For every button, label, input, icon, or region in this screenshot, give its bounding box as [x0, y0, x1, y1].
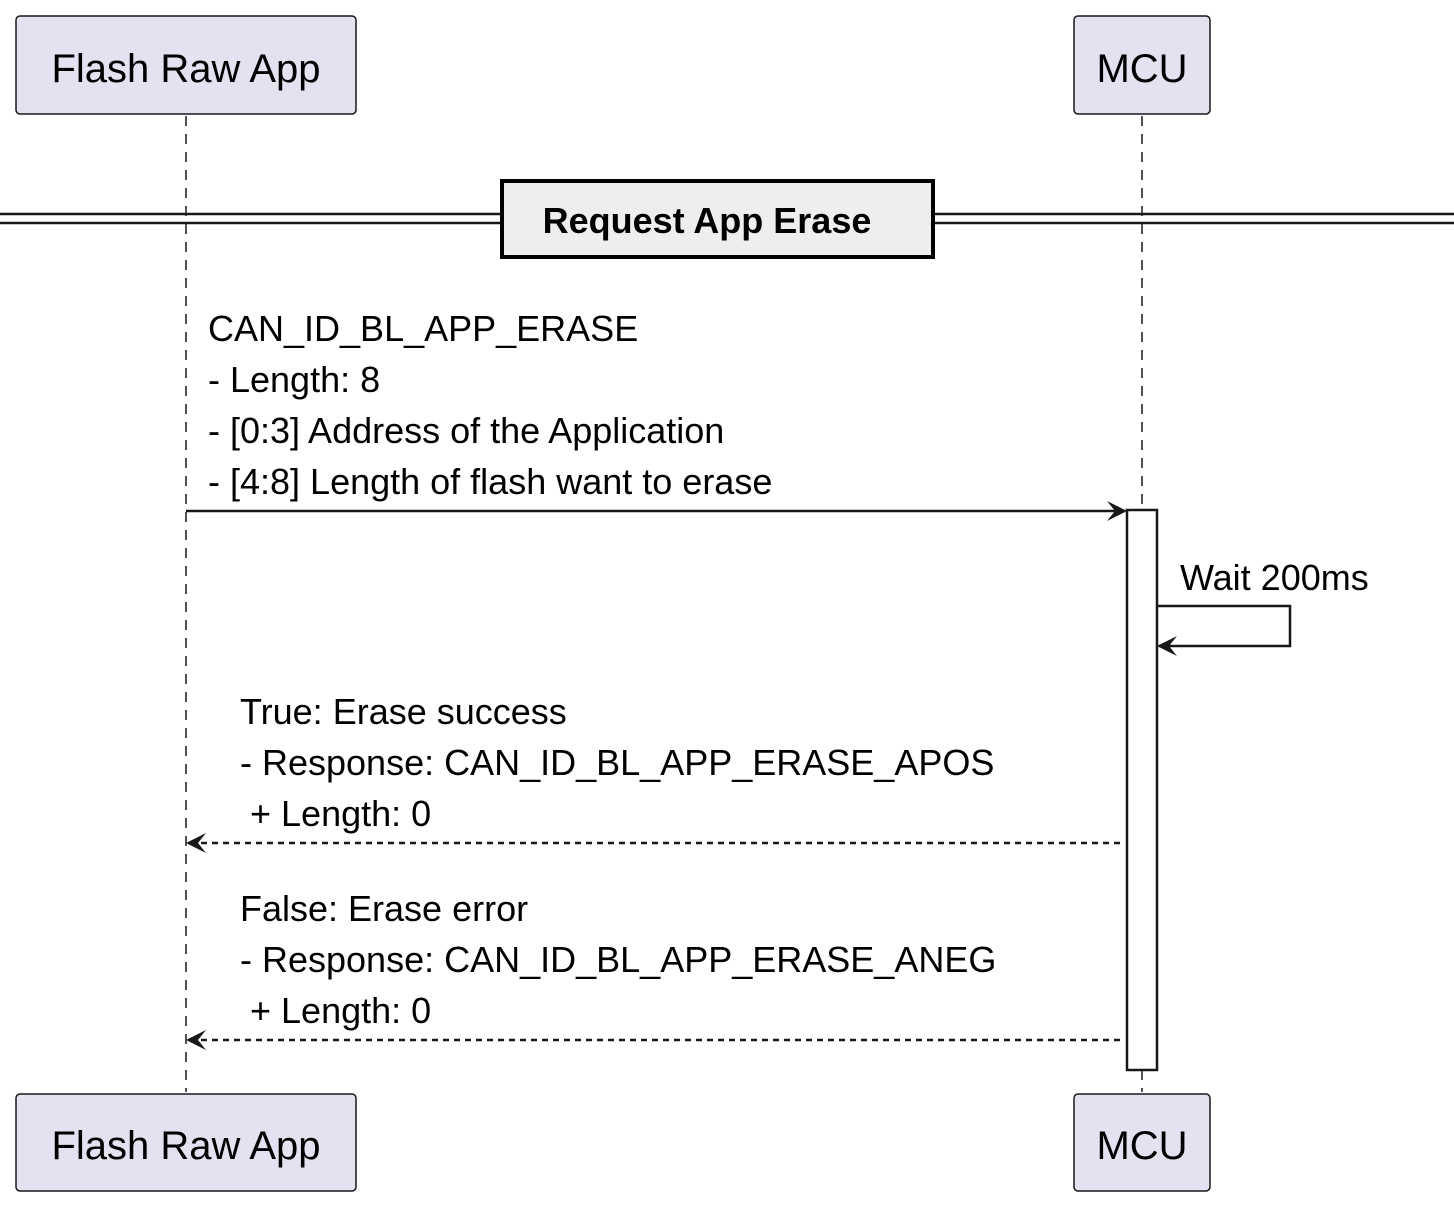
erase-request-line-2: - Length: 8: [208, 359, 380, 400]
divider-request-app-erase: Request App Erase: [0, 179, 1454, 259]
message-wait: Wait 200ms: [1157, 557, 1369, 656]
participant-mcu-top[interactable]: MCU: [1073, 15, 1211, 115]
participant-app-bottom-label: Flash Raw App: [51, 1124, 320, 1168]
participant-mcu-top-box: [1073, 15, 1211, 115]
wait-label: Wait 200ms: [1180, 557, 1369, 598]
erase-success-line-2: - Response: CAN_ID_BL_APP_ERASE_APOS: [240, 742, 994, 783]
erase-request-line-4: - [4:8] Length of flash want to erase: [208, 461, 772, 502]
participant-app-top-box: [15, 15, 357, 115]
erase-request-line-1: CAN_ID_BL_APP_ERASE: [208, 308, 638, 349]
message-erase-error: False: Erase error - Response: CAN_ID_BL…: [186, 888, 1120, 1050]
divider-box: [500, 179, 935, 259]
message-erase-success: True: Erase success - Response: CAN_ID_B…: [186, 691, 1120, 853]
erase-success-line-3: + Length: 0: [240, 793, 431, 834]
mcu-activation-bar: [1125, 508, 1159, 1072]
participant-mcu-bottom-box: [1073, 1093, 1211, 1192]
message-erase-request: CAN_ID_BL_APP_ERASE - Length: 8 - [0:3] …: [186, 308, 1127, 521]
participant-app-top-label: Flash Raw App: [51, 47, 320, 91]
divider-label: Request App Erase: [543, 200, 872, 241]
erase-request-line-3: - [0:3] Address of the Application: [208, 410, 724, 451]
participant-mcu-bottom-label: MCU: [1096, 1124, 1187, 1168]
erase-error-line-1: False: Erase error: [240, 888, 528, 929]
erase-error-line-2: - Response: CAN_ID_BL_APP_ERASE_ANEG: [240, 939, 996, 980]
erase-error-line-3: + Length: 0: [240, 990, 431, 1031]
participant-mcu-top-label: MCU: [1096, 47, 1187, 91]
participant-app-top[interactable]: Flash Raw App: [15, 15, 357, 115]
wait-arrow: [1157, 604, 1292, 656]
erase-success-line-1: True: Erase success: [240, 691, 567, 732]
participant-app-bottom[interactable]: Flash Raw App: [15, 1093, 357, 1192]
participant-mcu-bottom[interactable]: MCU: [1073, 1093, 1211, 1192]
participant-app-bottom-box: [15, 1093, 357, 1192]
